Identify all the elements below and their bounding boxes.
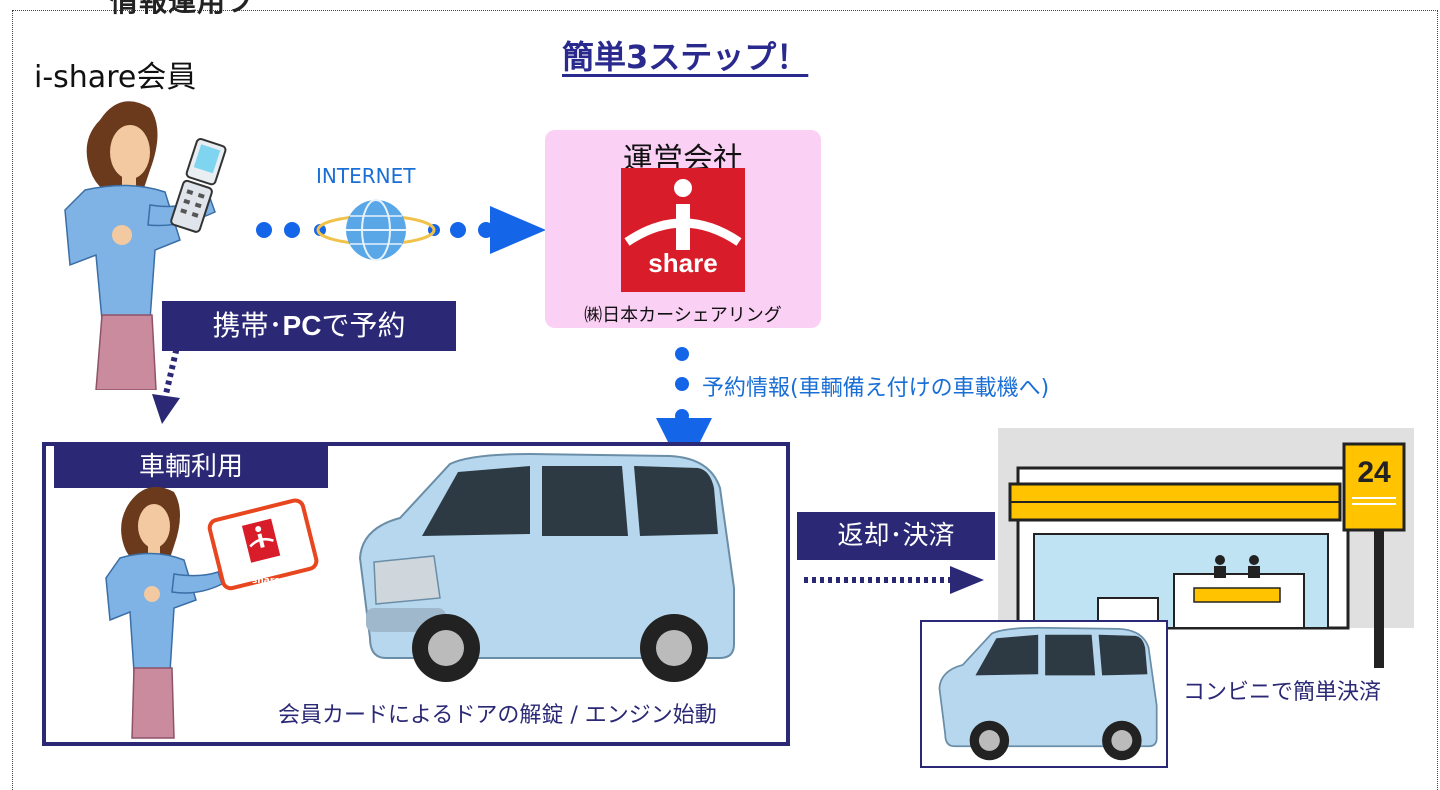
operator-company: ㈱日本カーシェアリング: [584, 305, 782, 326]
diagram-title: 簡単3ステップ！: [562, 38, 809, 76]
internet-label: INTERNET: [316, 164, 416, 188]
vehicle-use-label: 車輌利用: [54, 446, 328, 488]
woman-figure-2: [105, 486, 223, 739]
cropped-heading: 情報運用フ: [110, 0, 256, 18]
return-arrow: [804, 566, 984, 594]
reserve-to-use-arrow: [152, 333, 183, 424]
store-24-sign: 24: [1357, 456, 1391, 489]
small-car-illustration: [938, 626, 1158, 761]
car-inset-frame: [920, 620, 1168, 768]
reserve-label-pre: 携帯･: [212, 309, 283, 342]
diagram-frame: [12, 10, 1438, 790]
internet-arrowhead: [490, 206, 546, 254]
card-share-text: share: [252, 576, 281, 586]
ishare-logo-text: share: [648, 248, 718, 278]
internet-arrow: [256, 199, 546, 261]
member-label: i-share会員: [34, 60, 197, 95]
globe-icon: [316, 199, 436, 261]
car-illustration: [358, 452, 735, 682]
member-with-card-illustration: [105, 486, 319, 739]
ishare-logo-icon: [624, 179, 742, 250]
reserve-label-pc: PC: [282, 310, 322, 341]
mobile-phone-icon: [170, 138, 227, 233]
member-with-phone-illustration: [64, 101, 227, 390]
info-label: 予約情報(車輌備え付けの車載機へ): [702, 376, 1050, 401]
convenience-caption: コンビニで簡単決済: [1183, 680, 1382, 705]
reserve-label-post: で予約: [321, 309, 406, 342]
vehicle-use-caption: 会員カードによるドアの解錠 / エンジン始動: [278, 703, 717, 728]
member-card-icon: [207, 498, 319, 591]
info-dots: [675, 347, 689, 423]
ishare-logo: [621, 168, 745, 292]
reserve-label: 携帯･PCで予約: [162, 301, 456, 351]
return-label: 返却･決済: [797, 512, 995, 560]
convenience-store-illustration: 24: [998, 428, 1414, 668]
